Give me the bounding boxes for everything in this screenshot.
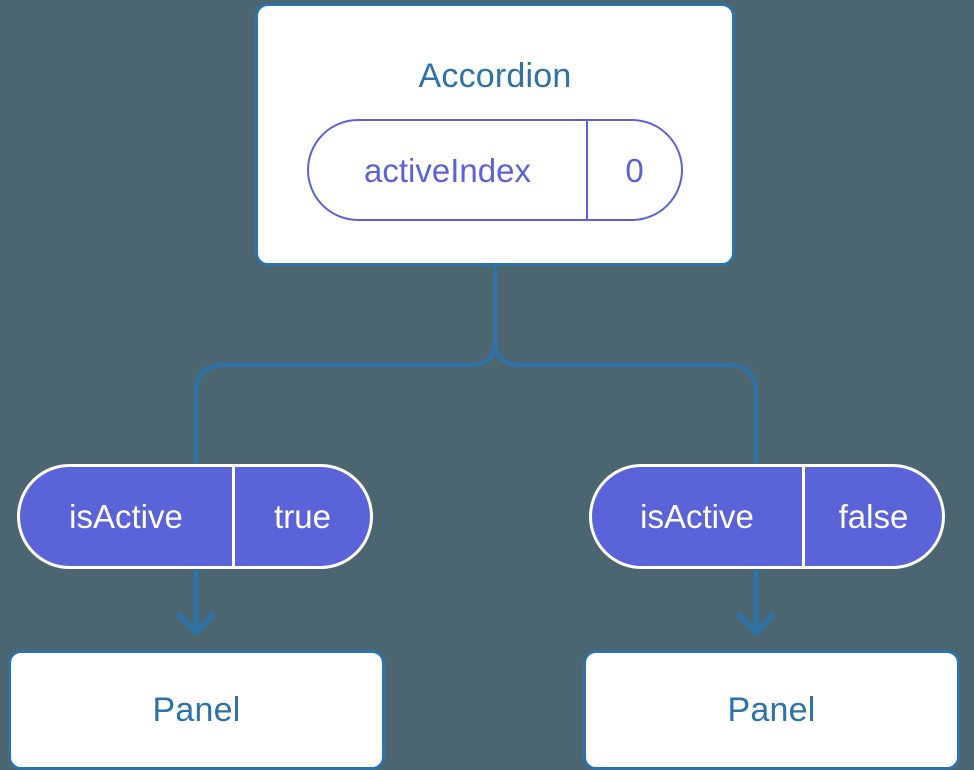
prop-pill-active-index-key: activeIndex bbox=[309, 121, 588, 219]
prop-pill-is-active-right[interactable]: isActive false bbox=[589, 464, 945, 569]
prop-pill-is-active-right-value: false bbox=[838, 498, 909, 535]
panel-node-left-title: Panel bbox=[152, 691, 241, 729]
connector-to-left-branch bbox=[194, 266, 497, 466]
panel-node-right-title: Panel bbox=[727, 691, 816, 729]
prop-pill-is-active-left-value: true bbox=[274, 498, 331, 535]
prop-pill-is-active-left-key: isActive bbox=[20, 467, 235, 566]
prop-pill-is-active-left[interactable]: isActive true bbox=[17, 464, 373, 569]
prop-pill-is-active-right-key: isActive bbox=[592, 467, 805, 566]
prop-pill-active-index-value: 0 bbox=[625, 151, 644, 189]
accordion-node-title: Accordion bbox=[418, 57, 572, 95]
prop-pill-active-index[interactable]: activeIndex 0 bbox=[307, 119, 683, 221]
connector-to-right-branch bbox=[493, 266, 758, 466]
panel-node-right[interactable]: Panel bbox=[583, 650, 960, 770]
panel-node-left[interactable]: Panel bbox=[8, 650, 385, 770]
arrow-left-pill-to-panel bbox=[176, 568, 216, 636]
arrow-right-pill-to-panel bbox=[736, 568, 776, 636]
